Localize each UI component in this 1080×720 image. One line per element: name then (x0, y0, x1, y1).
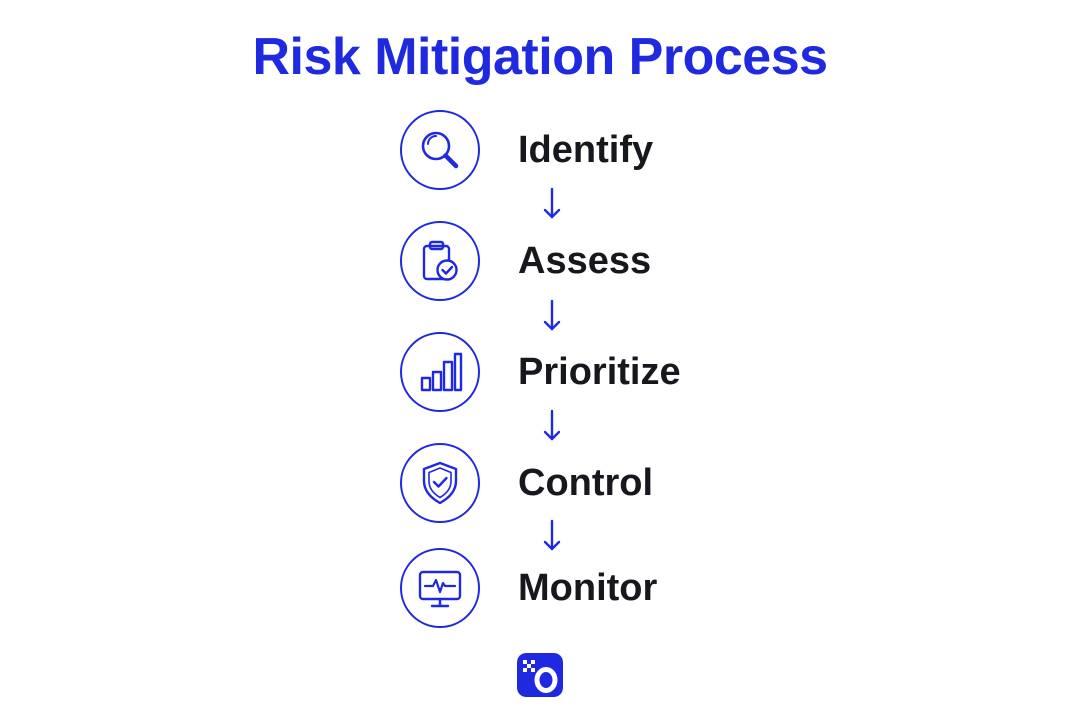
step-label: Identify (518, 129, 654, 171)
clipboard-check-icon (422, 240, 458, 281)
step-label: Control (518, 462, 654, 504)
down-arrow-icon (543, 299, 561, 331)
monitor-pulse-icon (418, 570, 462, 608)
down-arrow-icon (543, 409, 561, 441)
shield-check-icon (422, 461, 458, 505)
step-icon-circle (400, 332, 480, 412)
step-label: Assess (518, 240, 652, 282)
bar-chart-icon (420, 352, 463, 392)
step-icon-circle (400, 110, 480, 190)
down-arrow-icon (543, 519, 561, 551)
page-title: Risk Mitigation Process (252, 28, 828, 86)
step-icon-circle (400, 221, 480, 301)
magnifier-icon (421, 131, 459, 169)
step-label: Monitor (518, 567, 658, 609)
step-icon-circle (400, 443, 480, 523)
step-icon-circle (400, 548, 480, 628)
down-arrow-icon (543, 187, 561, 219)
step-label: Prioritize (518, 351, 681, 393)
brand-logo-icon (517, 653, 563, 697)
